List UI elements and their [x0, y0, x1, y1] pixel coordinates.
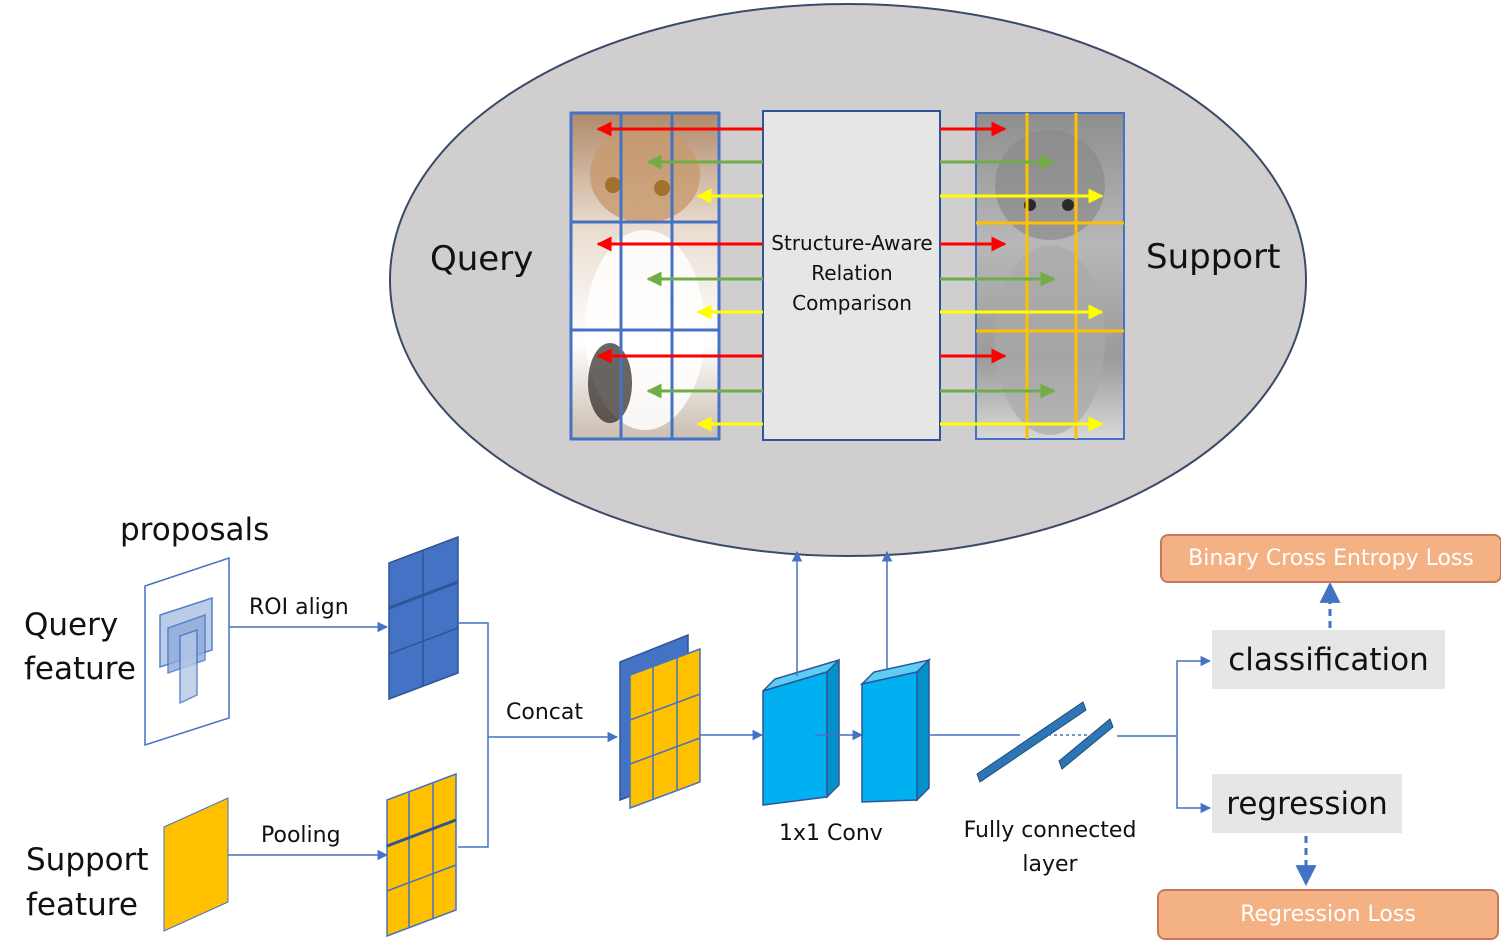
- roi-align-label: ROI align: [249, 595, 349, 620]
- query-feature-map: [144, 556, 230, 747]
- pooling-label: Pooling: [261, 823, 341, 848]
- query-relation-arrows: [596, 121, 763, 432]
- output-branch: [1117, 655, 1212, 814]
- relation-comparison-box: [762, 110, 941, 441]
- relation-comparison-line-3: Comparison: [792, 291, 912, 315]
- conv-label: 1x1 Conv: [779, 821, 883, 846]
- bce-loss-box: Binary Cross Entropy Loss: [1160, 534, 1501, 583]
- query-label: Query: [430, 239, 534, 279]
- relation-comparison-line-2: Relation: [811, 261, 893, 285]
- concat-feature: [619, 633, 701, 810]
- support-label: Support: [1146, 237, 1281, 277]
- regression-box: regression: [1212, 774, 1402, 833]
- bce-loss-label: Binary Cross Entropy Loss: [1188, 546, 1474, 571]
- concat-connector: [458, 622, 619, 848]
- relation-comparison-line-1: Structure-Aware: [771, 231, 933, 255]
- conv-block-2: [859, 658, 932, 803]
- fc-layer-bars: [976, 701, 1114, 783]
- support-feature-map: [163, 797, 229, 932]
- relation-comparison-text: Structure-Aware Relation Comparison: [764, 228, 940, 318]
- classification-label: classification: [1228, 641, 1429, 678]
- concat-label: Concat: [506, 700, 583, 725]
- proposals-label: proposals: [120, 512, 270, 548]
- regression-loss-box: Regression Loss: [1157, 889, 1499, 940]
- regression-loss-label: Regression Loss: [1240, 902, 1416, 927]
- query-feature-label-line-2: feature: [24, 651, 136, 687]
- regression-label: regression: [1226, 785, 1388, 822]
- fc-label-line-1: Fully connected: [963, 818, 1137, 843]
- fc-label-line-2: layer: [1022, 852, 1078, 877]
- support-feature-label-line-2: feature: [26, 887, 138, 923]
- support-pooled-feature: [386, 772, 457, 938]
- query-feature-label-line-1: Query: [24, 607, 119, 643]
- support-feature-label-line-1: Support: [26, 842, 149, 878]
- query-roi-feature: [388, 535, 459, 701]
- conv-block-1: [762, 658, 840, 806]
- support-relation-arrows: [940, 121, 1104, 432]
- classification-box: classification: [1212, 630, 1445, 689]
